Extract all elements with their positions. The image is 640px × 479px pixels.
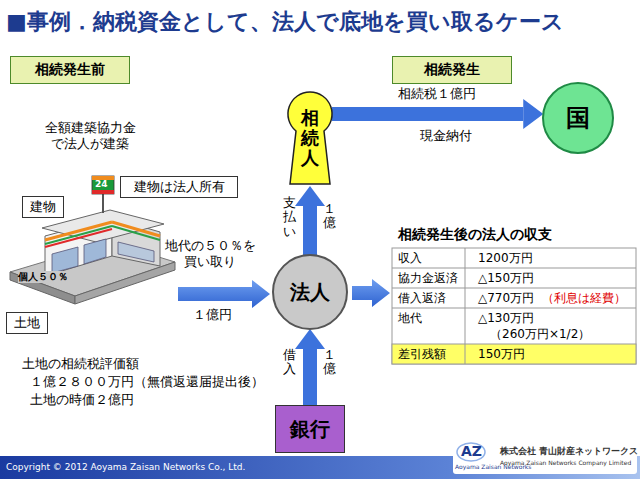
table-cell: 1200万円 bbox=[478, 251, 533, 265]
note-text: 土地の時価２億円 bbox=[30, 392, 134, 408]
company-name: 株式会社 青山財産ネットワークス bbox=[500, 446, 638, 457]
node-text: 相続発生前 bbox=[35, 61, 105, 79]
logo-panel bbox=[453, 440, 637, 474]
label-box: 建物は法人所有 bbox=[120, 176, 238, 198]
label-box: 土地 bbox=[6, 312, 48, 334]
phase-box: 相続発生 bbox=[392, 56, 512, 84]
amount-text: １億 bbox=[323, 348, 336, 377]
arrow-note: 現金納付 bbox=[420, 128, 472, 144]
table-cell: △130万円 bbox=[478, 311, 534, 325]
state-circle: 国 bbox=[542, 82, 614, 154]
node-text: 法人 bbox=[290, 279, 330, 306]
node-text: 建物は法人所有 bbox=[134, 178, 225, 196]
arrow-note: 借入 bbox=[283, 348, 296, 377]
corporation-circle: 法人 bbox=[272, 254, 348, 330]
bank-box: 銀行 bbox=[275, 405, 345, 453]
sign-number: 24 bbox=[95, 179, 108, 190]
heir-keyhole: 相続人 bbox=[286, 90, 334, 186]
page-title: ■事例．納税資金として、法人で底地を買い取るケース bbox=[6, 7, 564, 37]
logo-ring bbox=[457, 443, 485, 461]
block-arrow bbox=[303, 206, 317, 255]
block-arrow bbox=[352, 279, 390, 307]
share-text: 個人５０％ bbox=[18, 271, 68, 283]
table-cell: 協力金返済 bbox=[398, 271, 458, 285]
balance-table bbox=[392, 248, 636, 364]
note-text: 全額建築協力金 で法人が建築 bbox=[40, 120, 140, 151]
block-arrow bbox=[332, 107, 523, 121]
note-text: 土地の相続税評価額 bbox=[22, 356, 139, 372]
node-text: 相続発生 bbox=[424, 61, 480, 79]
phase-box: 相続発生前 bbox=[10, 56, 130, 84]
table-cell: 地代 bbox=[398, 311, 422, 325]
table-cell: △770万円 bbox=[478, 291, 534, 305]
copyright-text: Copyright © 2012 Aoyama Zaisan Networks … bbox=[6, 462, 245, 473]
table-cell: 差引残額 bbox=[398, 347, 446, 361]
amount-text: １億円 bbox=[193, 307, 232, 323]
node-text: 相続人 bbox=[301, 108, 319, 167]
table-cell: △150万円 bbox=[478, 271, 534, 285]
block-arrow bbox=[178, 280, 270, 308]
note-text: １億２８００万円（無償返還届提出後） bbox=[30, 374, 264, 390]
logo-mark: AZ bbox=[461, 443, 482, 460]
node-text: 土地 bbox=[14, 314, 40, 332]
node-text: 銀行 bbox=[290, 416, 330, 443]
arrow-note: 相続税１億円 bbox=[398, 86, 476, 102]
block-arrow bbox=[303, 349, 317, 405]
table-cell: 借入返済 bbox=[398, 291, 446, 305]
table-cell: （260万円×1/2） bbox=[490, 327, 590, 341]
node-text: 国 bbox=[566, 102, 590, 134]
amount-text: １億 bbox=[323, 202, 336, 231]
table-cell: 収入 bbox=[398, 251, 422, 265]
arrow-note: 地代の５０％を 買い取り bbox=[160, 238, 260, 269]
table-cell: 150万円 bbox=[478, 347, 525, 361]
node-text: 建物 bbox=[30, 198, 56, 216]
arrow-note: 支払い bbox=[283, 196, 296, 239]
label-box: 建物 bbox=[22, 196, 64, 218]
table-heading: 相続発生後の法人の収支 bbox=[398, 226, 552, 243]
company-name: Aoyama Zaisan Networks Company Limited bbox=[500, 459, 631, 466]
table-cell: （利息は経費） bbox=[542, 291, 626, 305]
